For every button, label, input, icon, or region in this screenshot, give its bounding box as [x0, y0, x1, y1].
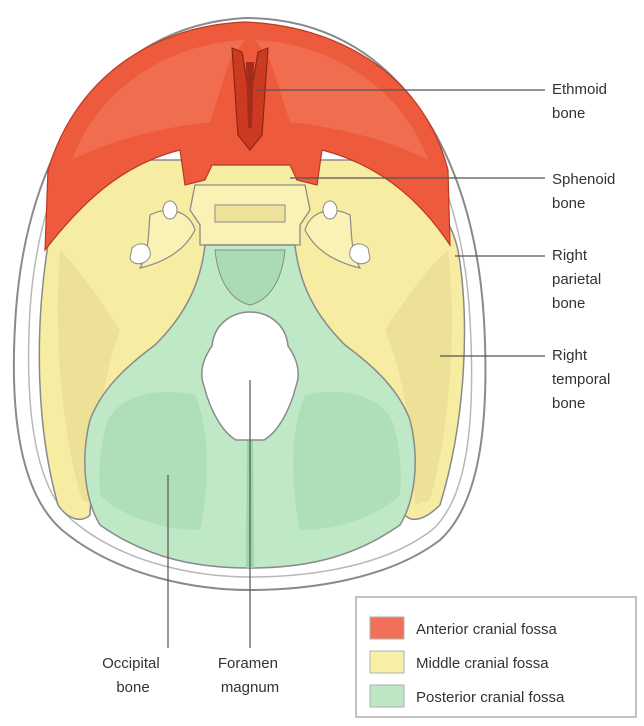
legend: Anterior cranial fossa Middle cranial fo… — [356, 597, 636, 717]
sella-turcica — [215, 205, 285, 222]
optic-foramen-right — [323, 201, 337, 219]
legend-swatch-posterior — [370, 685, 404, 707]
foramen-ovale-left — [130, 244, 150, 264]
label-occipital: Occipital bone — [102, 655, 164, 696]
label-foramen: Foramen magnum — [218, 655, 282, 696]
label-temporal: Right temporal bone — [552, 347, 615, 412]
legend-label-anterior: Anterior cranial fossa — [416, 621, 558, 638]
optic-foramen-left — [163, 201, 177, 219]
legend-label-middle: Middle cranial fossa — [416, 655, 549, 672]
legend-label-posterior: Posterior cranial fossa — [416, 689, 565, 706]
foramen-ovale-right — [350, 244, 370, 264]
label-sphenoid: Sphenoid bone — [552, 171, 620, 212]
legend-swatch-anterior — [370, 617, 404, 639]
label-ethmoid: Ethmoid bone — [552, 81, 611, 122]
label-parietal: Right parietal bone — [552, 247, 605, 312]
legend-swatch-middle — [370, 651, 404, 673]
